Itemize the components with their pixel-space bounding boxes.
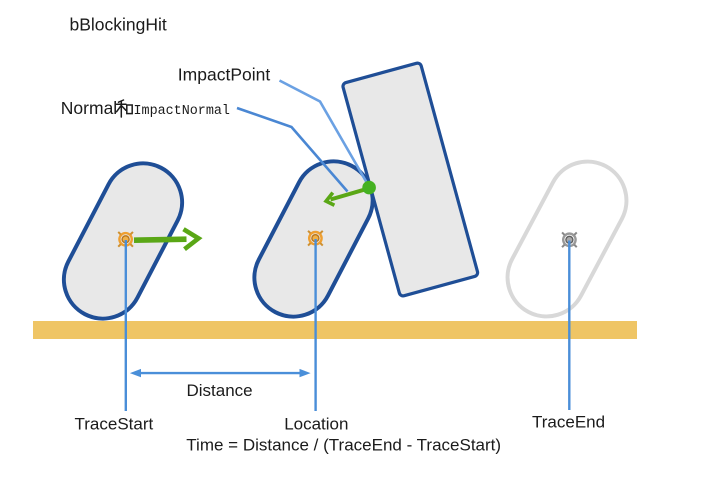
svg-text:ImpactPoint: ImpactPoint [178,64,271,84]
svg-text:TraceStart: TraceStart [75,415,154,434]
svg-text:ImpactNormal: ImpactNormal [134,104,230,119]
svg-text:TraceEnd: TraceEnd [532,412,605,431]
svg-text:Time = Distance / (TraceEnd -: Time = Distance / (TraceEnd - TraceStart… [186,435,501,454]
svg-text:Distance: Distance [187,381,253,400]
svg-text:Location: Location [284,414,348,433]
svg-text:Normal: Normal [61,98,117,118]
svg-text:bBlockingHit: bBlockingHit [70,14,167,34]
